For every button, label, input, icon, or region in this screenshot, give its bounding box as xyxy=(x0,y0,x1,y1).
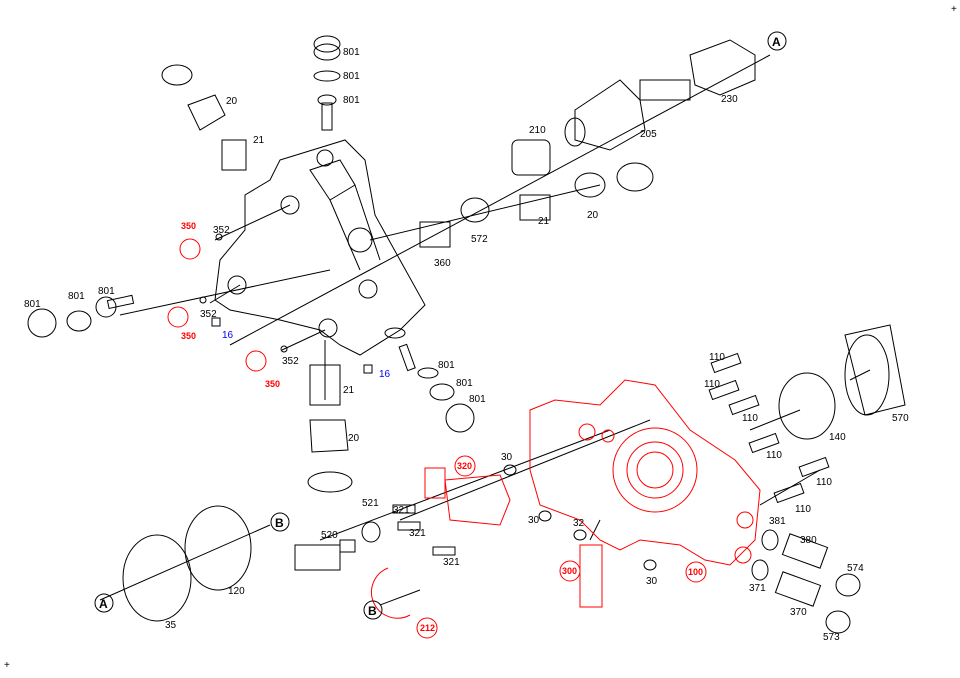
part-label: 352 xyxy=(200,309,217,320)
part-label: 120 xyxy=(228,586,245,597)
part-label: 801 xyxy=(343,71,360,82)
part-label: 21 xyxy=(253,135,265,146)
part-label: 801 xyxy=(343,95,360,106)
part-label: 300 xyxy=(562,566,577,576)
part-label: 381 xyxy=(769,516,786,527)
part-label: 32 xyxy=(573,518,585,529)
part-label: 321 xyxy=(443,557,460,568)
connectors xyxy=(94,31,787,639)
part-label: 210 xyxy=(529,125,546,136)
part-label: 21 xyxy=(343,385,355,396)
connector-label: A xyxy=(772,35,781,49)
part-label: 16 xyxy=(222,330,234,341)
leader-lines xyxy=(99,54,871,606)
corner-mark: + xyxy=(951,4,957,15)
part-label: 801 xyxy=(343,47,360,58)
part-label: 35 xyxy=(165,620,177,631)
part-label: 350 xyxy=(181,221,196,231)
part-label: 205 xyxy=(640,129,657,140)
part-label: 352 xyxy=(213,225,230,236)
part-label: 801 xyxy=(456,378,473,389)
part-label: 350 xyxy=(265,379,280,389)
left-parts xyxy=(27,233,475,493)
part-label: 350 xyxy=(181,331,196,341)
part-label: 371 xyxy=(749,583,766,594)
part-label: 521 xyxy=(362,498,379,509)
connector-label: B xyxy=(275,516,284,530)
part-label: 30 xyxy=(501,452,513,463)
part-label: 20 xyxy=(587,210,599,221)
connector-b-bottom xyxy=(363,600,383,620)
part-label: 380 xyxy=(800,535,817,546)
part-label: 20 xyxy=(348,433,360,444)
part-label: 801 xyxy=(24,299,41,310)
part-label: 30 xyxy=(528,515,540,526)
part-label: 140 xyxy=(829,432,846,443)
part-label: 801 xyxy=(68,291,85,302)
part-label: 370 xyxy=(790,607,807,618)
part-label: 20 xyxy=(226,96,238,107)
top-parts xyxy=(161,35,756,248)
connector-label: B xyxy=(368,604,377,618)
part-label: 801 xyxy=(469,394,486,405)
part-label: 801 xyxy=(438,360,455,371)
right-parts xyxy=(294,324,906,634)
corner-mark: + xyxy=(4,660,10,671)
part-label: 16 xyxy=(379,369,391,380)
part-label: 321 xyxy=(409,528,426,539)
part-label: 110 xyxy=(795,504,811,515)
part-label: 110 xyxy=(742,413,758,424)
part-label: 110 xyxy=(709,352,725,363)
part-label: 573 xyxy=(823,632,840,643)
part-label: 212 xyxy=(420,623,435,633)
part-label: 520 xyxy=(321,530,338,541)
part-label: 321 xyxy=(393,505,410,516)
part-label: 801 xyxy=(98,286,115,297)
labels: A 801 801 801 20 21 210 205 230 21 20 57… xyxy=(4,4,957,671)
part-label: 21 xyxy=(538,216,550,227)
connector-a-top xyxy=(767,31,787,51)
part-label: 100 xyxy=(688,567,703,577)
part-label: 230 xyxy=(721,94,738,105)
connector-a-bottom xyxy=(94,593,114,613)
red-flange-assembly xyxy=(371,379,761,619)
part-label: 110 xyxy=(816,477,832,488)
o-rings xyxy=(122,505,252,622)
part-label: 360 xyxy=(434,258,451,269)
part-label: 572 xyxy=(471,234,488,245)
connector-label: A xyxy=(99,597,108,611)
connector-b xyxy=(270,512,290,532)
part-label: 320 xyxy=(457,461,472,471)
part-label: 110 xyxy=(766,450,782,461)
part-label: 570 xyxy=(892,413,909,424)
part-label: 352 xyxy=(282,356,299,367)
part-label: 110 xyxy=(704,379,720,390)
pump-housing xyxy=(214,139,426,356)
part-label: 574 xyxy=(847,563,864,574)
part-label: 30 xyxy=(646,576,658,587)
